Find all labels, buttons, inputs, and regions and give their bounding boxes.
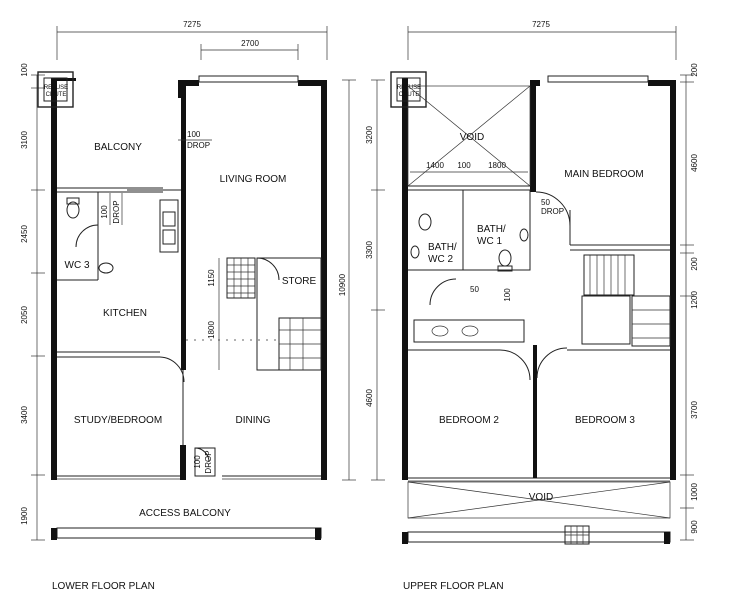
upper-bath-wc1-line2: WC 1 xyxy=(477,236,502,247)
upper-void-top: VOID xyxy=(460,132,484,143)
upper-drop-word: DROP xyxy=(541,207,564,216)
upper-left-dim-1: 3200 xyxy=(365,126,374,144)
upper-bath-wc2-line2: WC 2 xyxy=(428,254,453,265)
upper-refuse-label-2: CHUTE xyxy=(399,92,420,98)
upper-bath-wc1-line1: BATH/ xyxy=(477,224,506,235)
upper-right-dim-7: 900 xyxy=(690,520,699,534)
upper-room-bedroom3: BEDROOM 3 xyxy=(575,415,635,426)
lower-floor-caption: LOWER FLOOR PLAN xyxy=(52,581,155,592)
lower-drop-door-word: DROP xyxy=(204,450,213,473)
upper-bath-dim-50: 50 xyxy=(470,285,479,294)
lower-left-dim-1: 100 xyxy=(20,63,29,77)
lower-right-total-dimension: 10900 xyxy=(338,273,347,296)
upper-floor-caption: UPPER FLOOR PLAN xyxy=(403,581,504,592)
lower-drop-living-num: 100 xyxy=(187,130,201,139)
upper-right-dim-6: 1000 xyxy=(690,483,699,501)
upper-width-dimension: 7275 xyxy=(532,20,550,29)
upper-floor-plan: 7275 3200 3300 4600 200 4600 200 1200 37… xyxy=(365,20,699,592)
lower-stair-dim-1800: 1800 xyxy=(207,321,216,339)
lower-living-width-dimension: 2700 xyxy=(241,39,259,48)
upper-bath-wc2-line1: BATH/ xyxy=(428,242,457,253)
lower-left-dim-5: 3400 xyxy=(20,406,29,424)
lower-room-kitchen: KITCHEN xyxy=(103,308,147,319)
lower-width-dimension: 7275 xyxy=(183,20,201,29)
lower-floor-plan: 7275 2700 100 3100 2450 2050 3400 1900 1… xyxy=(20,20,356,592)
lower-left-dim-6: 1900 xyxy=(20,507,29,525)
lower-left-dim-3: 2450 xyxy=(20,225,29,243)
upper-left-dim-3: 4600 xyxy=(365,389,374,407)
lower-left-dim-4: 2050 xyxy=(20,306,29,324)
lower-stair-dim-1150: 1150 xyxy=(207,269,216,287)
upper-right-dim-5: 3700 xyxy=(690,401,699,419)
lower-room-wc3: WC 3 xyxy=(65,260,90,271)
lower-refuse-label-1: REFUSE xyxy=(44,85,68,91)
upper-bath-dim-100: 100 xyxy=(503,288,512,302)
lower-drop-kitchen-num: 100 xyxy=(100,205,109,219)
upper-void-dim-1800: 1800 xyxy=(488,161,506,170)
lower-room-store: STORE xyxy=(282,276,317,287)
upper-right-dim-3: 200 xyxy=(690,257,699,271)
lower-room-living: LIVING ROOM xyxy=(220,174,287,185)
upper-left-dim-2: 3300 xyxy=(365,241,374,259)
upper-drop-num: 50 xyxy=(541,198,550,207)
upper-room-main-bedroom: MAIN BEDROOM xyxy=(564,169,643,180)
lower-drop-door-num: 100 xyxy=(193,455,202,469)
upper-void-dim-1400: 1400 xyxy=(426,161,444,170)
upper-void-dim-100: 100 xyxy=(457,161,471,170)
upper-right-dim-2: 4600 xyxy=(690,154,699,172)
upper-room-bedroom2: BEDROOM 2 xyxy=(439,415,499,426)
upper-void-bottom: VOID xyxy=(529,492,553,503)
lower-drop-kitchen-word: DROP xyxy=(112,200,121,223)
lower-left-dim-2: 3100 xyxy=(20,131,29,149)
lower-room-balcony: BALCONY xyxy=(94,142,142,153)
lower-refuse-label-2: CHUTE xyxy=(46,92,67,98)
lower-room-access-balcony: ACCESS BALCONY xyxy=(139,508,231,519)
lower-drop-living-word: DROP xyxy=(187,141,210,150)
upper-right-dim-4: 1200 xyxy=(690,291,699,309)
lower-room-dining: DINING xyxy=(236,415,271,426)
upper-right-dim-1: 200 xyxy=(690,63,699,77)
upper-refuse-label-1: REFUSE xyxy=(397,85,421,91)
lower-room-study: STUDY/BEDROOM xyxy=(74,415,162,426)
